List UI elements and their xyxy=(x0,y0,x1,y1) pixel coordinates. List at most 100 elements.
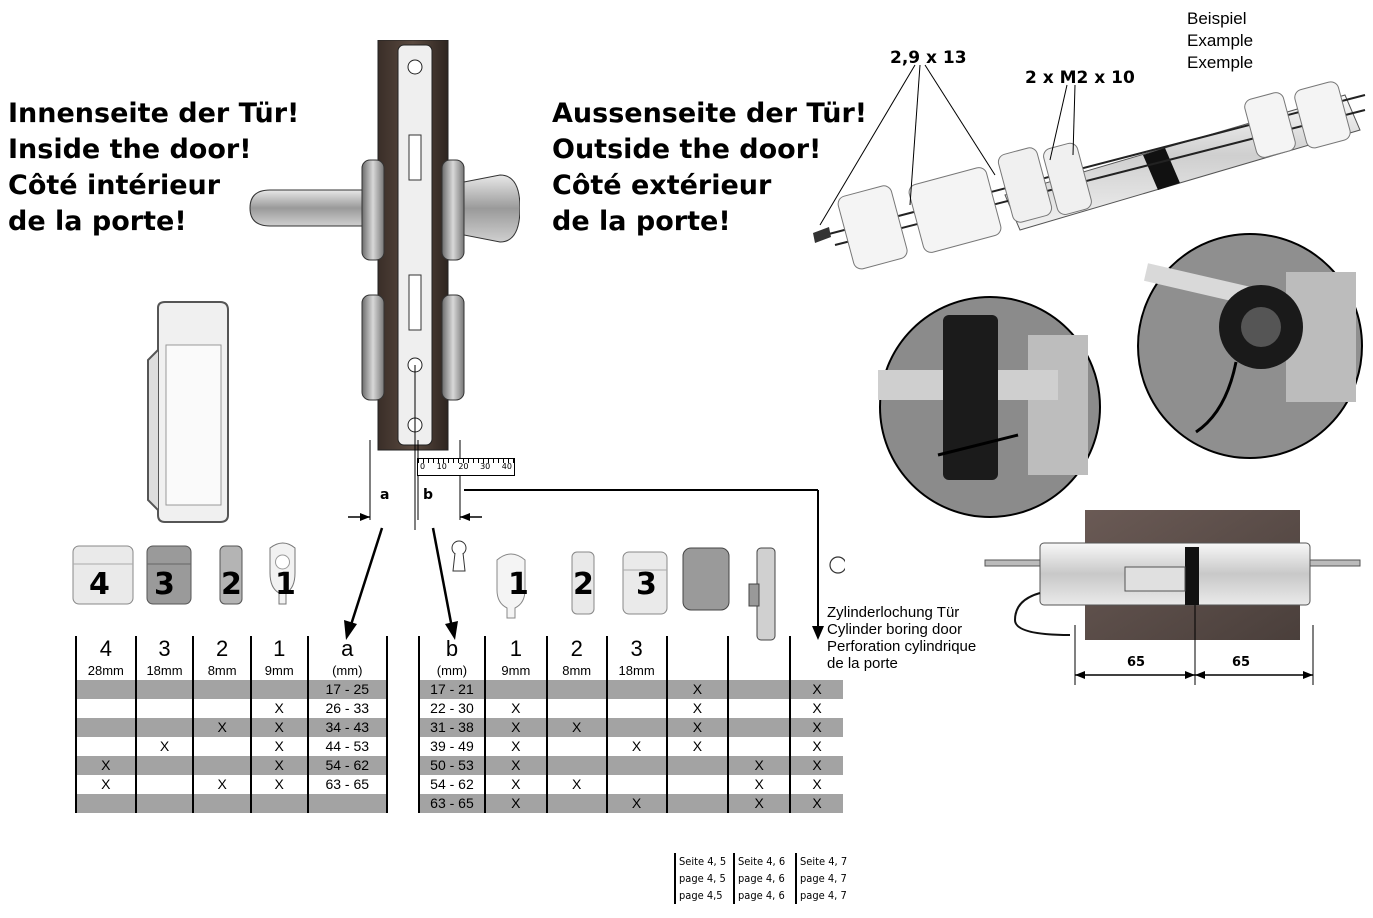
example-label-de: Beispiel xyxy=(1187,9,1247,28)
page-ref-line: page 4, 7 xyxy=(800,872,847,885)
piece-1-label: 1 xyxy=(275,567,296,602)
table-b-unit: 9mm xyxy=(483,662,547,680)
boring-label-de: Zylinderlochung Tür xyxy=(827,604,960,621)
table-a-unit: (mm) xyxy=(306,662,389,680)
table-cell: X xyxy=(249,718,308,737)
table-cell: X xyxy=(483,756,547,775)
dimension-a-label: a xyxy=(380,487,390,503)
table-cell: X xyxy=(483,775,547,794)
table-b-unit: 8mm xyxy=(545,662,607,680)
table-a-head: 4 xyxy=(75,636,136,662)
page-ref-2: Seite 4, 6 page 4, 6 page 4, 6 xyxy=(733,853,785,904)
table-b-head xyxy=(727,636,791,662)
table-cell: X xyxy=(789,756,843,775)
inside-pieces xyxy=(72,542,296,605)
table-cell: 26 - 33 xyxy=(306,699,389,718)
table-cell xyxy=(545,737,607,756)
detail-photo-right xyxy=(1137,233,1363,459)
table-b-unit xyxy=(789,662,843,680)
inside-title-line: Inside the door! xyxy=(8,134,252,165)
table-cell xyxy=(665,756,729,775)
table-cell xyxy=(249,680,308,699)
table-cell: X xyxy=(665,680,729,699)
table-cell xyxy=(134,718,194,737)
boring-label-fr: Perforation cylindrique xyxy=(827,638,977,655)
table-cell: 50 - 53 xyxy=(418,756,485,775)
table-cell: X xyxy=(789,737,843,756)
table-cell xyxy=(75,794,136,813)
table-b-unit: 18mm xyxy=(605,662,667,680)
table-cell: X xyxy=(483,699,547,718)
table-b-header-units: (mm) 9mm 8mm 18mm xyxy=(418,662,843,680)
table-cell: X xyxy=(545,718,607,737)
table-cell xyxy=(605,718,667,737)
table-cell: X xyxy=(605,737,667,756)
table-cell: 44 - 53 xyxy=(306,737,389,756)
piece-2-label: 2 xyxy=(221,567,242,602)
table-cell: 17 - 21 xyxy=(418,680,485,699)
screw-label-1: 2,9 x 13 xyxy=(890,48,967,68)
table-cell xyxy=(727,737,791,756)
table-b-head xyxy=(665,636,729,662)
table-cell: X xyxy=(727,756,791,775)
example-label: Beispiel Example Exemple xyxy=(1187,8,1253,74)
table-a-head: 3 xyxy=(134,636,194,662)
table-cell xyxy=(545,680,607,699)
table-cell xyxy=(134,756,194,775)
page-ref-line: page 4, 6 xyxy=(738,889,785,902)
door-illustration xyxy=(249,40,520,530)
table-cell xyxy=(545,756,607,775)
table-cell xyxy=(134,775,194,794)
lock-housing-drawing xyxy=(147,301,229,523)
table-cell: 39 - 49 xyxy=(418,737,485,756)
table-a: 4 3 2 1 a 28mm 18mm 8mm 9mm (mm) 17 - 25… xyxy=(75,636,389,813)
table-b-unit: (mm) xyxy=(418,662,485,680)
dimension-lines xyxy=(344,440,824,640)
page-ref-1: Seite 4, 5 page 4, 5 page 4,5 xyxy=(674,853,726,904)
outside-title-line: Côté extérieur xyxy=(552,170,772,201)
table-cell xyxy=(192,794,251,813)
table-cell: X xyxy=(75,756,136,775)
table-cell: X xyxy=(789,699,843,718)
table-cell xyxy=(134,794,194,813)
table-cell: 63 - 65 xyxy=(306,775,389,794)
ruler-tick: 40 xyxy=(501,462,512,471)
piece-4-label: 4 xyxy=(89,567,110,602)
table-cell: X xyxy=(605,794,667,813)
table-cell xyxy=(306,794,389,813)
table-cell: 63 - 65 xyxy=(418,794,485,813)
page-ref-line: Seite 4, 5 xyxy=(679,855,727,868)
page-ref-line: page 4, 6 xyxy=(738,872,785,885)
boring-label: Zylinderlochung Tür Cylinder boring door… xyxy=(827,604,976,672)
dimension-b-label: b xyxy=(423,487,434,503)
table-a-header-numbers: 4 3 2 1 a xyxy=(75,636,389,662)
table-cell xyxy=(545,699,607,718)
table-b-header-numbers: b 1 2 3 xyxy=(418,636,843,662)
table-cell xyxy=(665,794,729,813)
outside-piece-1-label: 1 xyxy=(508,567,529,602)
table-row: 17 - 25 xyxy=(75,680,389,699)
outside-title-line: Outside the door! xyxy=(552,134,822,165)
table-cell: X xyxy=(75,775,136,794)
table-cell: 17 - 25 xyxy=(306,680,389,699)
table-cell: 31 - 38 xyxy=(418,718,485,737)
page-ref-3: Seite 4, 7 page 4, 7 page 4, 7 xyxy=(795,853,847,904)
table-cell: X xyxy=(249,737,308,756)
table-cell xyxy=(192,737,251,756)
table-cell xyxy=(545,794,607,813)
table-b-head xyxy=(789,636,843,662)
table-cell: X xyxy=(134,737,194,756)
table-cell: X xyxy=(192,718,251,737)
table-cell xyxy=(75,718,136,737)
table-a-head: 2 xyxy=(192,636,251,662)
table-row xyxy=(75,794,389,813)
table-cell xyxy=(249,794,308,813)
page-ref-line: page 4, 7 xyxy=(800,889,847,902)
table-cell: X xyxy=(789,775,843,794)
table-cell xyxy=(483,680,547,699)
